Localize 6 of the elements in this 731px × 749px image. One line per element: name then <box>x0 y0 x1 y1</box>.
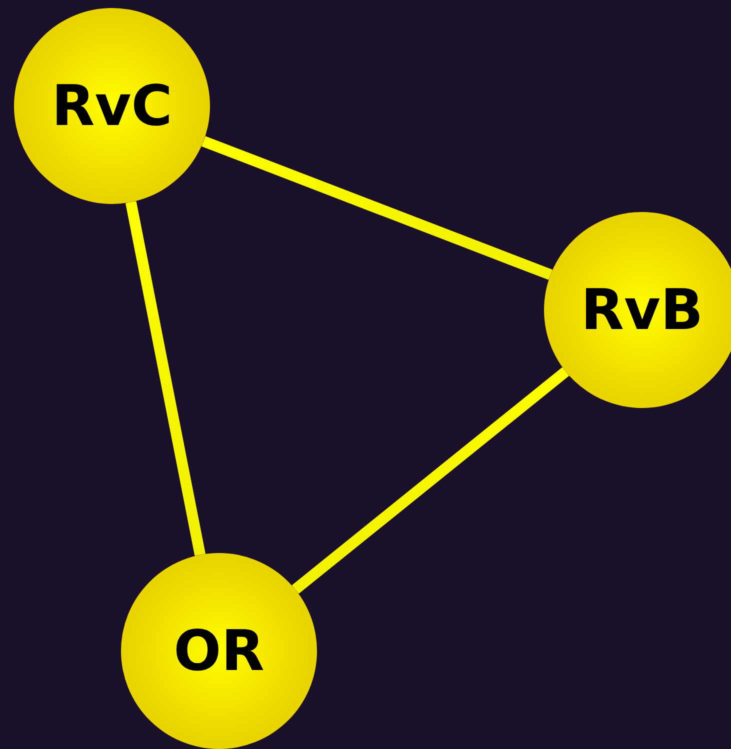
connector-line <box>201 136 553 280</box>
node-label: RvB <box>580 278 704 342</box>
connector-line <box>292 367 570 594</box>
connector-line <box>125 201 206 556</box>
node-label: OR <box>174 618 264 684</box>
node-label: RvC <box>52 74 172 138</box>
